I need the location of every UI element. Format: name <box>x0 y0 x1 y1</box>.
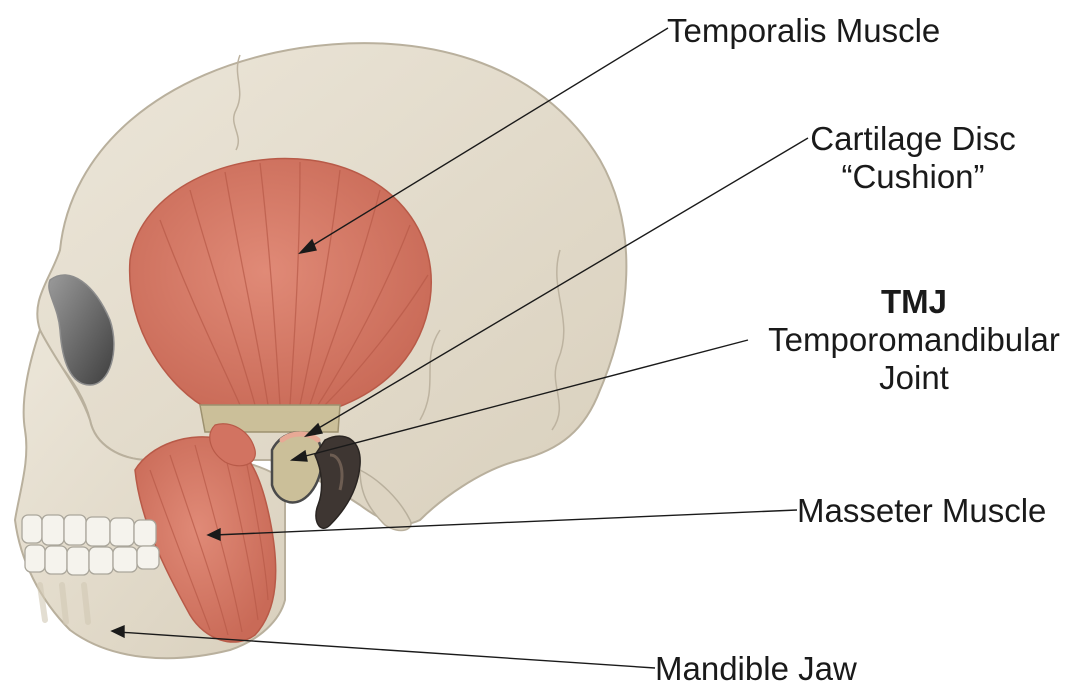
label-tmj-line2: Joint <box>758 359 1070 397</box>
label-mandible-jaw: Mandible Jaw <box>655 650 857 688</box>
condyle-socket <box>272 433 322 503</box>
leader-masseter <box>214 510 797 535</box>
temporalis-muscle <box>130 158 432 410</box>
ear-canal <box>315 436 360 528</box>
label-cartilage-disc: Cartilage Disc “Cushion” <box>808 120 1018 196</box>
label-masseter-muscle: Masseter Muscle <box>797 492 1046 530</box>
label-tmj-line1: Temporomandibular <box>758 321 1070 359</box>
label-tmj-title: TMJ <box>758 283 1070 321</box>
label-cartilage-line1: Cartilage Disc <box>808 120 1018 158</box>
label-temporalis-muscle: Temporalis Muscle <box>667 12 940 50</box>
label-cartilage-line2: “Cushion” <box>808 158 1018 196</box>
label-tmj: TMJ Temporomandibular Joint <box>758 283 1070 397</box>
